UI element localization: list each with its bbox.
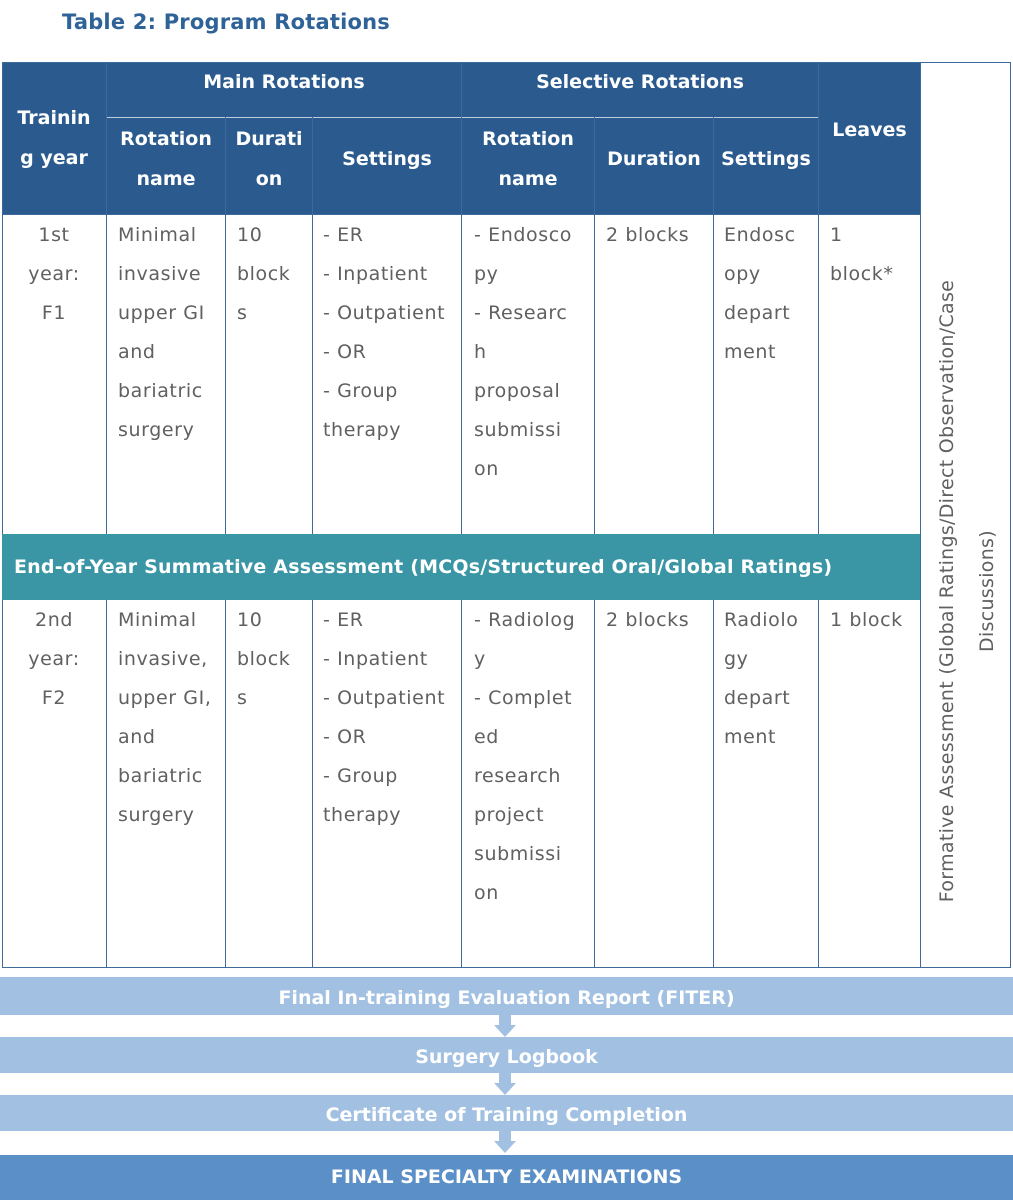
header-sel-duration: Duration: [607, 148, 701, 170]
row2-settings: - ER - Inpatient - Outpatient - OR - Gro…: [323, 609, 446, 826]
row1-rotation: Minimal invasive upper GI and bariatric …: [118, 224, 205, 441]
row2-sel-duration: 2 blocks: [606, 609, 690, 631]
grid-line: [106, 62, 107, 968]
formative-assessment-column: Formative Assessment (Global Ratings/Dir…: [922, 214, 1012, 968]
row2-duration: 10 block s: [237, 609, 291, 709]
row2-leaves: 1 block: [830, 609, 903, 631]
flow-step-logbook: Surgery Logbook: [0, 1037, 1013, 1073]
flow-step-final-exams: FINAL SPECIALTY EXAMINATIONS: [0, 1155, 1013, 1200]
row1-leaves: 1 block*: [830, 224, 894, 285]
header-main-duration: Durati on: [235, 128, 303, 190]
summative-assessment-band: End-of-Year Summative Assessment (MCQs/S…: [2, 534, 920, 600]
row1-year: 1st year: F1: [28, 224, 80, 324]
row1-sel-settings: Endosc opy depart ment: [724, 224, 796, 363]
header-main-rotations: Main Rotations: [203, 71, 365, 93]
header-main-settings: Settings: [342, 148, 432, 170]
grid-line: [2, 62, 1011, 63]
row2-year: 2nd year: F2: [28, 609, 80, 709]
table-title: Table 2: Program Rotations: [62, 10, 390, 34]
down-arrow-icon: [494, 1015, 516, 1037]
down-arrow-icon: [494, 1131, 516, 1153]
grid-line: [920, 62, 921, 968]
grid-line: [2, 62, 3, 968]
flow-step-fiter: Final In-training Evaluation Report (FIT…: [0, 977, 1013, 1015]
row1-sel-rotation: - Endosco py - Researc h proposal submis…: [474, 224, 572, 480]
grid-line: [818, 62, 819, 968]
grid-line: [1010, 62, 1011, 968]
row2-sel-settings: Radiolo gy depart ment: [724, 609, 799, 748]
row1-sel-duration: 2 blocks: [606, 224, 690, 246]
grid-line: [107, 117, 818, 118]
row1-settings: - ER - Inpatient - Outpatient - OR - Gro…: [323, 224, 446, 441]
formative-assessment-text: Formative Assessment (Global Ratings/Dir…: [936, 279, 998, 903]
row1-duration: 10 block s: [237, 224, 291, 324]
row2-rotation: Minimal invasive, upper GI, and bariatri…: [118, 609, 212, 826]
header-sel-rotation-name: Rotation name: [482, 128, 574, 190]
down-arrow-icon: [494, 1073, 516, 1095]
row2-sel-rotation: - Radiolog y - Complet ed research proje…: [474, 609, 576, 904]
header-sel-settings: Settings: [721, 148, 811, 170]
grid-line: [2, 967, 1011, 968]
header-selective-rotations: Selective Rotations: [536, 71, 744, 93]
header-leaves: Leaves: [832, 119, 907, 141]
program-rotations-table: Trainin g year Main Rotations Selective …: [2, 62, 1012, 968]
flow-step-certificate: Certificate of Training Completion: [0, 1095, 1013, 1131]
header-training-year: Trainin g year: [17, 107, 91, 169]
grid-line: [461, 62, 462, 968]
header-main-rotation-name: Rotation name: [120, 128, 212, 190]
